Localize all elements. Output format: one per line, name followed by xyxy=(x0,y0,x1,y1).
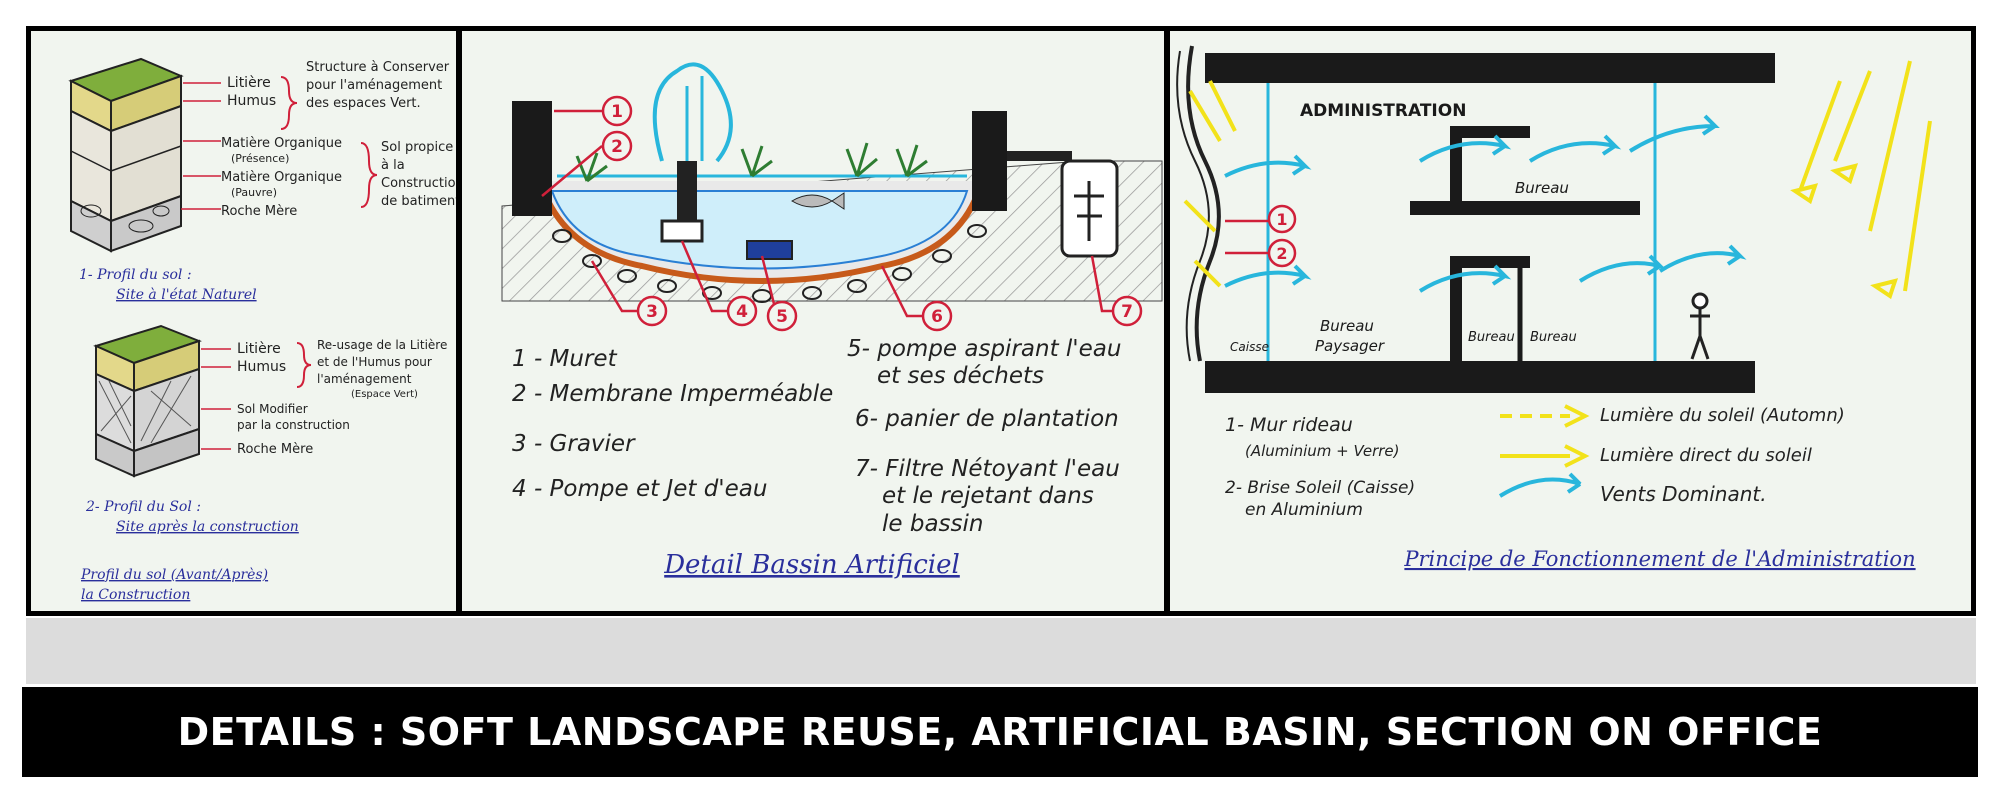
note-reuse-line3: l'aménagement xyxy=(317,372,412,386)
soil-profile-sketch: Litière Humus Structure à Conserver pour… xyxy=(68,57,456,603)
legend-lumiere-direct: Lumière direct du soleil xyxy=(1600,445,1812,466)
roof-slab xyxy=(1205,53,1775,83)
low-wall-right xyxy=(972,111,1007,211)
basin-section-sketch: 1 2 3 4 5 6 7 1 - Muret 2 - Membrane Imp… xyxy=(501,62,1163,580)
sun-rays xyxy=(1183,60,1932,300)
water-jet xyxy=(652,62,733,163)
label-bureau-paysager-2: Paysager xyxy=(1315,337,1385,355)
callout-3: 3 xyxy=(646,302,658,322)
suction-pump xyxy=(746,240,793,260)
legend-vents-dominant: Vents Dominant. xyxy=(1600,482,1767,506)
panel2-title: Detail Bassin Artificiel xyxy=(663,550,960,580)
label-caisse: Caisse xyxy=(1230,340,1269,354)
legend-symbols xyxy=(1498,404,1590,498)
title-banner: DETAILS : SOFT LANDSCAPE REUSE, ARTIFICI… xyxy=(22,687,1978,777)
gravel xyxy=(552,224,987,303)
panel-soil-profile: Litière Humus Structure à Conserver pour… xyxy=(31,31,456,611)
legend-filtre-line3: le bassin xyxy=(882,511,983,537)
legend-mur-rideau: 1- Mur rideau xyxy=(1225,414,1353,436)
label-administration: ADMINISTRATION xyxy=(1300,101,1466,121)
callout-5: 5 xyxy=(776,307,788,327)
callout-2: 2 xyxy=(611,137,623,157)
label-bureau-b: Bureau xyxy=(1530,330,1577,345)
note-reuse-line1: Re-usage de la Litière xyxy=(317,338,447,352)
panel3-title: Principe de Fonctionnement de l'Administ… xyxy=(1403,547,1915,571)
note-construction-line3: Construction xyxy=(381,176,456,191)
legend-brise-soleil: 2- Brise Soleil (Caisse) xyxy=(1225,478,1415,498)
legend-pompe-jet: 4 - Pompe et Jet d'eau xyxy=(512,476,767,502)
label-modified-soil-note: par la construction xyxy=(237,418,350,432)
label-organic-poor-note: (Pauvre) xyxy=(231,186,277,199)
label-bureau-a: Bureau xyxy=(1468,330,1515,345)
banner-title: DETAILS : SOFT LANDSCAPE REUSE, ARTIFICI… xyxy=(177,710,1823,754)
callout-mur-rideau: 1 xyxy=(1276,210,1287,229)
legend-mur-rideau-note: (Aluminium + Verre) xyxy=(1245,442,1400,460)
note-reuse-line4: (Espace Vert) xyxy=(351,389,418,400)
panel-administration-section: ADMINISTRATION Bureau Caisse Bureau Pays… xyxy=(1170,31,1971,611)
panel1-title-line2: la Construction xyxy=(81,587,190,603)
planting-baskets xyxy=(575,142,928,183)
note-conserve-line1: Structure à Conserver xyxy=(306,60,450,75)
note-conserve-line3: des espaces Vert. xyxy=(306,96,421,111)
panel-artificial-basin: 1 2 3 4 5 6 7 1 - Muret 2 - Membrane Imp… xyxy=(462,31,1164,611)
panel1-title-line1: Profil du sol (Avant/Après) xyxy=(80,567,268,583)
callout-7: 7 xyxy=(1121,302,1133,322)
callout-brise-soleil: 2 xyxy=(1276,244,1287,263)
legend-pompe-aspirant: 5- pompe aspirant l'eau xyxy=(847,336,1121,362)
label-bureau-top: Bureau xyxy=(1515,179,1569,197)
label-bedrock: Roche Mère xyxy=(221,204,297,219)
note-reuse-line2: et de l'Humus pour xyxy=(317,355,432,369)
legend-brise-soleil-note: en Aluminium xyxy=(1245,500,1363,520)
drawing-frame: Litière Humus Structure à Conserver pour… xyxy=(26,26,1976,616)
legend-filtre-line2: et le rejetant dans xyxy=(882,483,1094,509)
legend-lumiere-automn: Lumière du soleil (Automn) xyxy=(1600,405,1845,426)
callout-4: 4 xyxy=(736,302,748,322)
label-organic-present-note: (Présence) xyxy=(231,152,289,165)
label-humus-after: Humus xyxy=(237,359,286,375)
curtain-wall xyxy=(1186,45,1221,362)
caption-after-line2: Site après la construction xyxy=(116,519,299,535)
legend-membrane: 2 - Membrane Imperméable xyxy=(512,381,833,407)
fish xyxy=(791,192,845,210)
note-conserve-line2: pour l'aménagement xyxy=(306,78,442,93)
basin-water xyxy=(550,190,969,270)
legend-gravier: 3 - Gravier xyxy=(512,431,636,457)
label-litiere: Litière xyxy=(227,75,271,91)
pump-jet xyxy=(660,219,704,243)
label-litiere-after: Litière xyxy=(237,341,281,357)
upper-floor-slab xyxy=(1410,201,1640,215)
soil-block-after-construction xyxy=(93,324,202,478)
label-organic-present: Matière Organique xyxy=(221,136,342,151)
gray-band xyxy=(26,618,1976,684)
caption-after-line1: 2- Profil du Sol : xyxy=(85,499,201,515)
person-figure xyxy=(1690,292,1710,360)
wind-arrows xyxy=(1224,114,1747,293)
label-bedrock-after: Roche Mère xyxy=(237,442,313,457)
note-construction-line4: de batiments xyxy=(381,194,456,209)
callout-1: 1 xyxy=(611,102,623,122)
label-humus: Humus xyxy=(227,93,276,109)
low-wall-left xyxy=(512,101,552,216)
label-organic-poor: Matière Organique xyxy=(221,170,342,185)
label-modified-soil: Sol Modifier xyxy=(237,402,308,416)
legend-panier: 6- panier de plantation xyxy=(855,406,1119,432)
legend-muret: 1 - Muret xyxy=(512,346,618,372)
note-construction-line1: Sol propice xyxy=(381,140,453,155)
legend-pompe-aspirant-line2: et ses déchets xyxy=(877,363,1044,389)
office-section-sketch: ADMINISTRATION Bureau Caisse Bureau Pays… xyxy=(1176,45,1932,571)
caption-natural-line1: 1- Profil du sol : xyxy=(79,267,192,283)
label-bureau-paysager-1: Bureau xyxy=(1320,317,1374,335)
note-construction-line2: à la xyxy=(381,158,405,173)
caption-natural-line2: Site à l'état Naturel xyxy=(116,287,257,303)
soil-block-natural xyxy=(68,57,184,253)
legend-filtre: 7- Filtre Nétoyant l'eau xyxy=(855,456,1120,482)
ground-slab xyxy=(1205,361,1755,393)
callout-6: 6 xyxy=(931,307,943,327)
